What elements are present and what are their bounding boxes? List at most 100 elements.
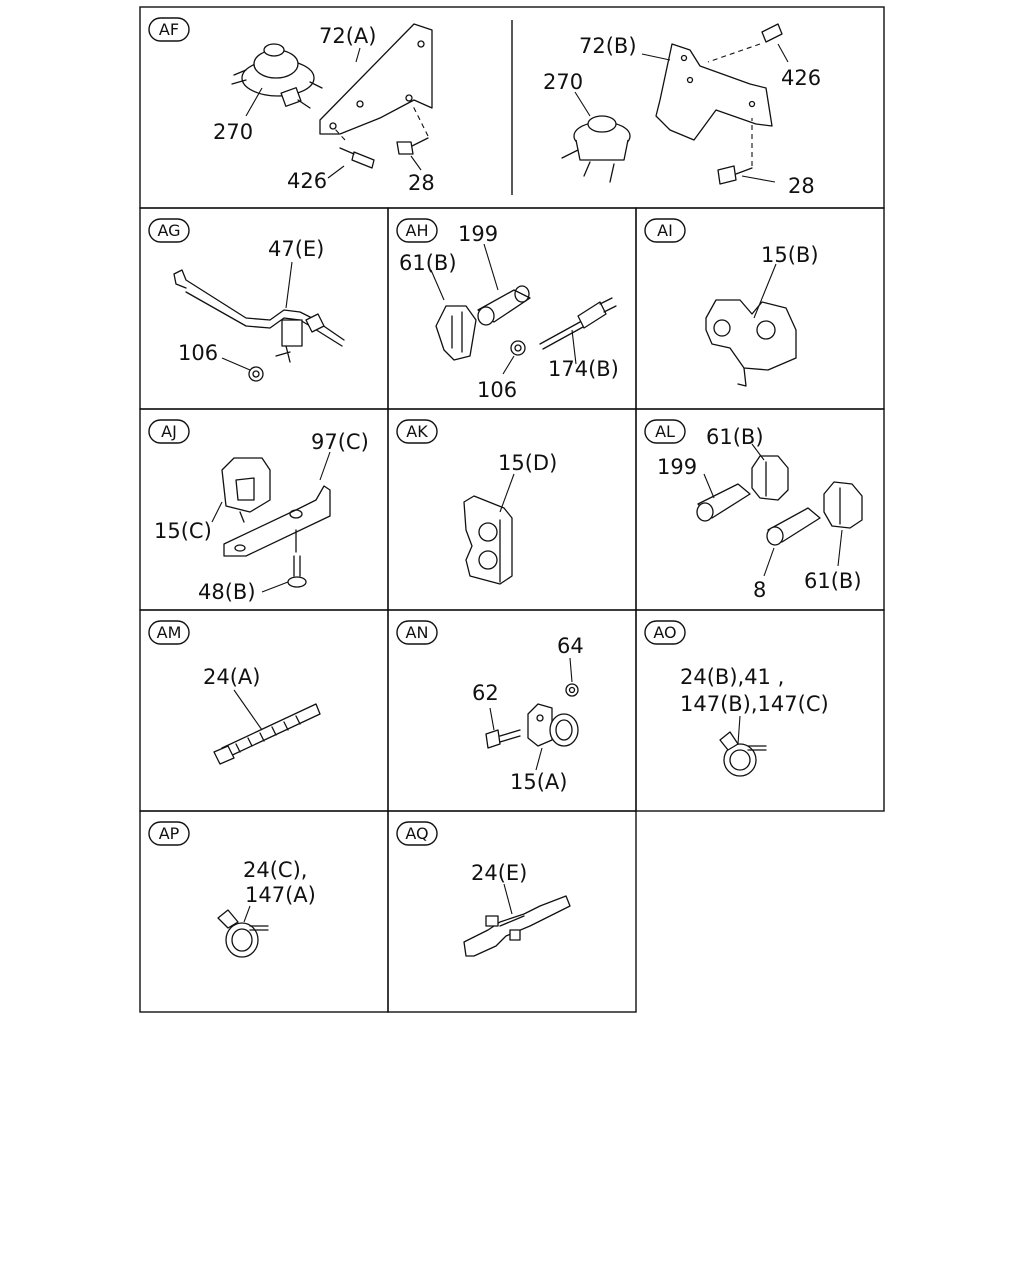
clip-61b-icon (435, 305, 477, 361)
label-nut-106: 106 (178, 341, 218, 365)
label-cable-tie-24a: 24(A) (203, 665, 260, 689)
panel-tag-ah: AH (396, 218, 438, 243)
bracket-72a-icon (319, 23, 433, 135)
label-nut-106-ah: 106 (477, 378, 517, 402)
svg-text:AP: AP (159, 824, 180, 843)
label-hose-199-al: 199 (657, 455, 697, 479)
svg-text:AF: AF (159, 20, 179, 39)
label-bolt-174b: 174(B) (548, 357, 619, 381)
panel-tag-af: AF (148, 17, 190, 42)
svg-text:AN: AN (406, 623, 429, 642)
clip-61b-top-icon (751, 455, 789, 501)
label-clip-15d: 15(D) (498, 451, 557, 475)
clamp-15a-icon (527, 703, 579, 747)
nut-106-icon (248, 345, 291, 382)
nut-64-icon (565, 683, 579, 697)
label-pipe-47e: 47(E) (268, 237, 324, 261)
panel-aq: AQ 24(E) (396, 821, 571, 957)
label-bolt-426-left: 426 (287, 169, 327, 193)
svg-text:AL: AL (655, 422, 675, 441)
panel-an: AN 64 62 15(A) (396, 620, 584, 794)
label-nut-64: 64 (557, 634, 584, 658)
panel-am: AM 24(A) (148, 620, 321, 765)
bolt-28-right-icon (717, 118, 753, 185)
svg-text:AJ: AJ (161, 422, 177, 441)
bolt-426-icon (333, 127, 375, 169)
label-bracket-72b: 72(B) (579, 34, 637, 58)
svg-text:AH: AH (406, 221, 429, 240)
bracket-97c-icon (223, 485, 331, 557)
bracket-72b-icon (655, 43, 773, 141)
label-bolt-48b: 48(B) (198, 580, 256, 604)
panel-tag-ai: AI (644, 218, 686, 243)
clip-15b-icon (705, 299, 797, 387)
panel-af: AF (148, 17, 821, 198)
label-ap-parts-line2: 147(A) (245, 883, 316, 907)
svg-text:AK: AK (406, 422, 428, 441)
label-ap-parts-line1: 24(C), (243, 858, 307, 882)
svg-text:AO: AO (653, 623, 676, 642)
grid-borders (139, 6, 885, 1013)
hose-clamp-ap-icon (217, 909, 269, 958)
panel-al: AL 61(B) 199 8 61(B) (644, 419, 863, 602)
label-clip-15c: 15(C) (154, 519, 212, 543)
clip-15c-icon (221, 457, 271, 523)
svg-text:AI: AI (657, 221, 673, 240)
label-hose-199: 199 (458, 222, 498, 246)
bolt-28-icon (396, 103, 429, 155)
bolt-48b-icon (287, 529, 307, 588)
label-bolt-28-right: 28 (788, 174, 815, 198)
hose-clamp-icon (719, 731, 767, 777)
label-clip-61b: 61(B) (399, 251, 457, 275)
clip-15d-icon (463, 495, 513, 585)
hose-8-icon (766, 507, 821, 546)
panel-tag-an: AN (396, 620, 438, 645)
label-bracket-72a: 72(A) (319, 24, 376, 48)
label-bracket-97c: 97(C) (311, 430, 369, 454)
panel-ap: AP 24(C), 147(A) (148, 821, 316, 958)
label-bolt-62: 62 (472, 681, 499, 705)
panel-tag-ao: AO (644, 620, 686, 645)
label-clip-61b-bottom: 61(B) (804, 569, 862, 593)
panel-tag-ag: AG (148, 218, 190, 243)
panel-ak: AK 15(D) (396, 419, 557, 585)
panel-tag-aj: AJ (148, 419, 190, 444)
bolt-426-right-icon (707, 23, 783, 63)
panel-ah: AH 61(B) 199 106 174(B) (396, 218, 619, 402)
label-bolt-426-right: 426 (781, 66, 821, 90)
label-clip-15b: 15(B) (761, 243, 819, 267)
label-hose-8: 8 (753, 578, 766, 602)
bolt-62-icon (485, 729, 521, 749)
panel-tag-am: AM (148, 620, 190, 645)
label-clip-24e: 24(E) (471, 861, 527, 885)
pipe-47e-icon (173, 269, 345, 347)
cable-tie-24a-icon (213, 703, 321, 765)
label-ao-parts-line2: 147(B),147(C) (680, 692, 829, 716)
panel-tag-ak: AK (396, 419, 438, 444)
svg-text:AQ: AQ (405, 824, 428, 843)
nut-106-ah-icon (510, 340, 526, 356)
label-regulator-270-left: 270 (213, 120, 253, 144)
label-regulator-270-right: 270 (543, 70, 583, 94)
hose-199-icon (477, 285, 531, 326)
label-clamp-15a: 15(A) (510, 770, 567, 794)
panel-tag-aq: AQ (396, 821, 438, 846)
panel-ao: AO 24(B),41 , 147(B),147(C) (644, 620, 829, 777)
panel-ag: AG 47(E) 106 (148, 218, 345, 382)
panel-ai: AI 15(B) (644, 218, 819, 387)
label-bolt-28-left: 28 (408, 171, 435, 195)
pressure-regulator-right-icon (561, 115, 631, 183)
svg-text:AG: AG (157, 221, 180, 240)
clip-24e-icon (463, 895, 571, 957)
panel-tag-ap: AP (148, 821, 190, 846)
svg-text:AM: AM (157, 623, 182, 642)
panel-tag-al: AL (644, 419, 686, 444)
label-clip-61b-top: 61(B) (706, 425, 764, 449)
hose-199-al-icon (696, 483, 751, 522)
bolt-174b-icon (539, 297, 617, 350)
panel-aj: AJ 97(C) 15(C) 48(B) (148, 419, 369, 604)
clip-61b-bottom-icon (823, 481, 863, 529)
label-ao-parts-line1: 24(B),41 , (680, 665, 784, 689)
pressure-regulator-icon (231, 43, 323, 109)
